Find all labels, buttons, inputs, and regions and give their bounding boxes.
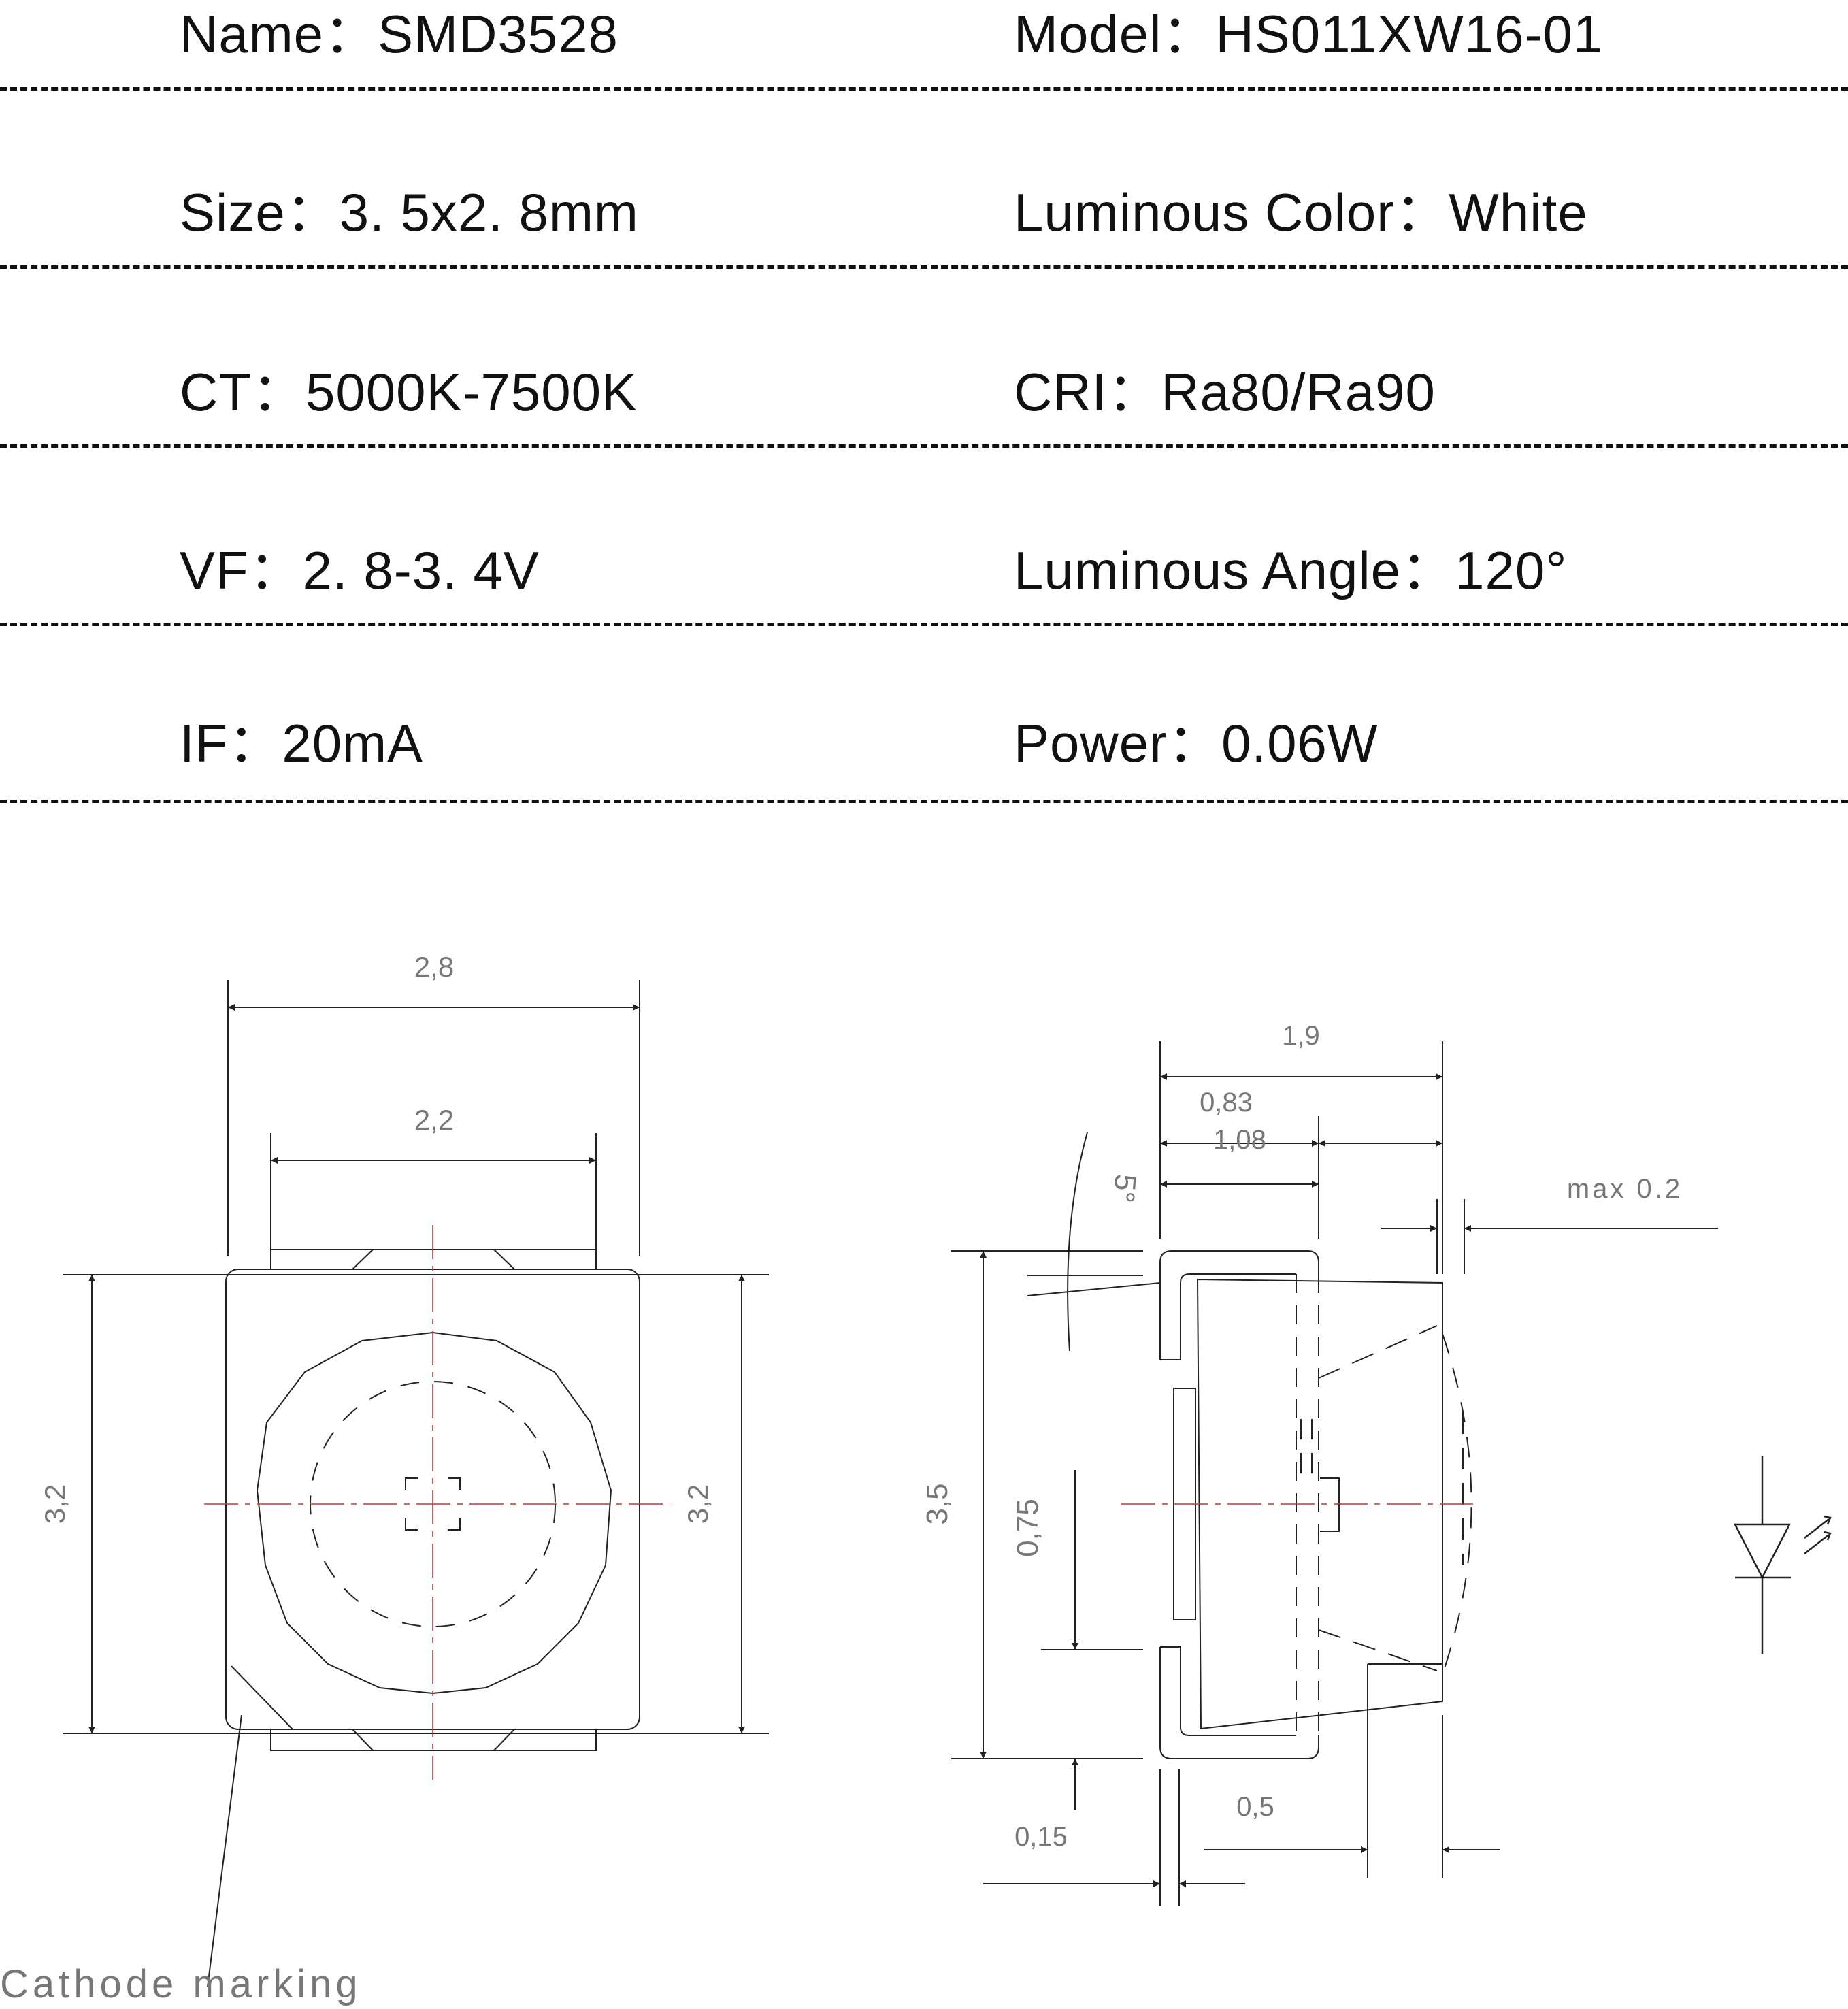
spec-cri: CRI：Ra80/Ra90 — [1014, 362, 1436, 422]
dim-text-0-75: 0,75 — [1011, 1499, 1044, 1557]
front-center-lines — [204, 1225, 670, 1780]
angle-arc — [1067, 1132, 1088, 1352]
dim-text-5-deg: 5° — [1106, 1173, 1142, 1204]
spec-size: Size：3. 5x2. 8mm — [180, 182, 639, 242]
lens-arc — [1442, 1333, 1472, 1675]
spec-power: Power：0.06W — [1014, 713, 1379, 773]
dim-text-0-83: 0,83 — [1200, 1088, 1253, 1117]
diode-symbol — [1733, 1456, 1832, 1654]
spec-vf: VF：2. 8-3. 4V — [180, 540, 540, 600]
dim-text-max: max 0.2 — [1567, 1174, 1683, 1204]
spec-model: Model：HS011XW16-01 — [1014, 4, 1604, 64]
lead-frame-top — [1159, 1250, 1319, 1360]
dim-text-3-2-right: 3,2 — [682, 1484, 714, 1524]
dim-text-2-8: 2,8 — [414, 951, 454, 983]
divider — [0, 800, 1848, 803]
cathode-chamfer — [231, 1665, 293, 1730]
top-pad — [270, 1249, 597, 1269]
spec-luminous-color: Luminous Color：White — [1014, 182, 1588, 242]
cathode-marking-label: Cathode marking — [0, 1962, 362, 2006]
spec-luminous-angle: Luminous Angle：120° — [1014, 540, 1568, 600]
dim-text-0-5: 0,5 — [1236, 1792, 1274, 1822]
housing-outline — [1196, 1278, 1443, 1730]
spec-table: Name：SMD3528 Model：HS011XW16-01 Size：3. … — [0, 0, 1848, 817]
dim-text-2-2: 2,2 — [414, 1104, 454, 1136]
divider — [0, 265, 1848, 269]
dim-text-0-15: 0,15 — [1014, 1822, 1068, 1852]
dim-text-1-08: 1,08 — [1213, 1125, 1266, 1155]
dim-text-3-5: 3,5 — [921, 1483, 954, 1524]
divider — [0, 87, 1848, 91]
divider — [0, 623, 1848, 626]
side-view — [951, 1041, 1718, 1906]
lead-frame-bottom — [1159, 1647, 1319, 1759]
dim-text-3-2-left: 3,2 — [39, 1484, 71, 1524]
dim-text-1-9: 1,9 — [1282, 1021, 1320, 1051]
spec-if: IF：20mA — [180, 713, 424, 773]
bottom-pad — [270, 1729, 597, 1751]
divider — [0, 444, 1848, 448]
spec-name: Name：SMD3528 — [180, 4, 618, 64]
spec-ct: CT：5000K-7500K — [180, 362, 638, 422]
